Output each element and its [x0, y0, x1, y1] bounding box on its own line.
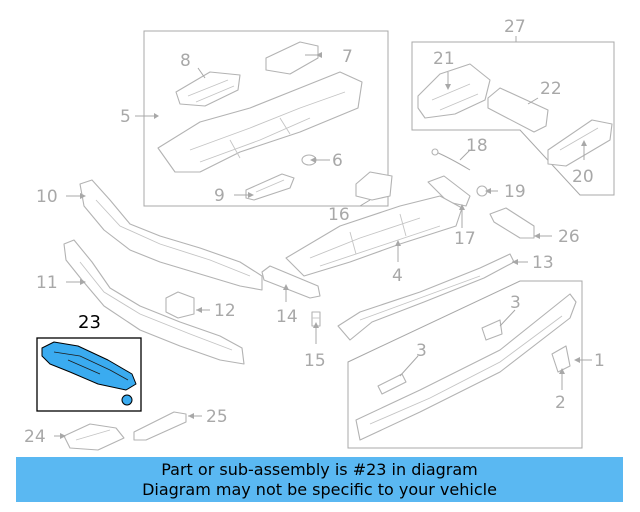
- part-12: [165, 291, 195, 319]
- part-10: [79, 179, 263, 291]
- callout-10: 10: [36, 187, 58, 207]
- callout-2: 2: [555, 393, 566, 413]
- part-5: [157, 71, 363, 173]
- callout-15: 15: [304, 351, 326, 371]
- callout-22: 22: [540, 79, 562, 99]
- part-7: [265, 41, 319, 75]
- part-8: [175, 71, 241, 107]
- part-2: [551, 345, 571, 373]
- arrowheads: [60, 52, 587, 439]
- group-box-1: [347, 280, 583, 449]
- part-26: [489, 207, 535, 239]
- part-14: [261, 265, 321, 299]
- callout-5: 5: [120, 107, 131, 127]
- info-banner: Part or sub-assembly is #23 in diagram D…: [16, 457, 623, 502]
- callout-13: 13: [532, 253, 554, 273]
- callout-27: 27: [504, 17, 526, 37]
- part-3b: [377, 373, 407, 395]
- callout-23-highlighted: 23: [78, 312, 101, 333]
- banner-line-1: Part or sub-assembly is #23 in diagram: [161, 459, 478, 479]
- group-box-5: [143, 30, 389, 207]
- part-4: [285, 195, 463, 277]
- callout-24: 24: [24, 427, 46, 447]
- part-25: [133, 411, 187, 441]
- callout-7: 7: [342, 47, 353, 67]
- callout-3b: 3: [416, 341, 427, 361]
- part-9: [245, 173, 295, 201]
- part-16: [355, 171, 393, 201]
- part-21: [417, 63, 491, 119]
- callout-12: 12: [214, 301, 236, 321]
- callout-25: 25: [206, 407, 228, 427]
- callout-3a: 3: [510, 293, 521, 313]
- callout-16: 16: [328, 205, 350, 225]
- callout-4: 4: [392, 266, 403, 286]
- callout-18: 18: [466, 136, 488, 156]
- part-23-highlighted: [41, 341, 137, 406]
- callout-21: 21: [433, 49, 455, 69]
- leader-lines: [54, 54, 592, 437]
- callout-9: 9: [214, 186, 225, 206]
- callout-19: 19: [504, 182, 526, 202]
- banner-line-2: Diagram may not be specific to your vehi…: [142, 479, 497, 499]
- part-1: [355, 293, 577, 441]
- callout-17: 17: [454, 229, 476, 249]
- callout-14: 14: [276, 307, 298, 327]
- part-18: [431, 148, 471, 171]
- callout-labels: 5 8 7 6 9 27 21 22 20 18 19 17 16 4 26 1…: [24, 17, 605, 447]
- callout-20: 20: [572, 167, 594, 187]
- callout-11: 11: [36, 273, 58, 293]
- part-22: [487, 87, 549, 133]
- callout-6: 6: [332, 151, 343, 171]
- part-3a: [481, 319, 503, 341]
- part-11: [63, 239, 245, 365]
- part-24: [63, 423, 125, 451]
- highlight-box-23: [36, 337, 142, 412]
- callout-8: 8: [180, 51, 191, 71]
- callout-26: 26: [558, 227, 580, 247]
- callout-1: 1: [594, 351, 605, 371]
- group-box-27: [411, 41, 615, 196]
- part-20: [547, 119, 613, 167]
